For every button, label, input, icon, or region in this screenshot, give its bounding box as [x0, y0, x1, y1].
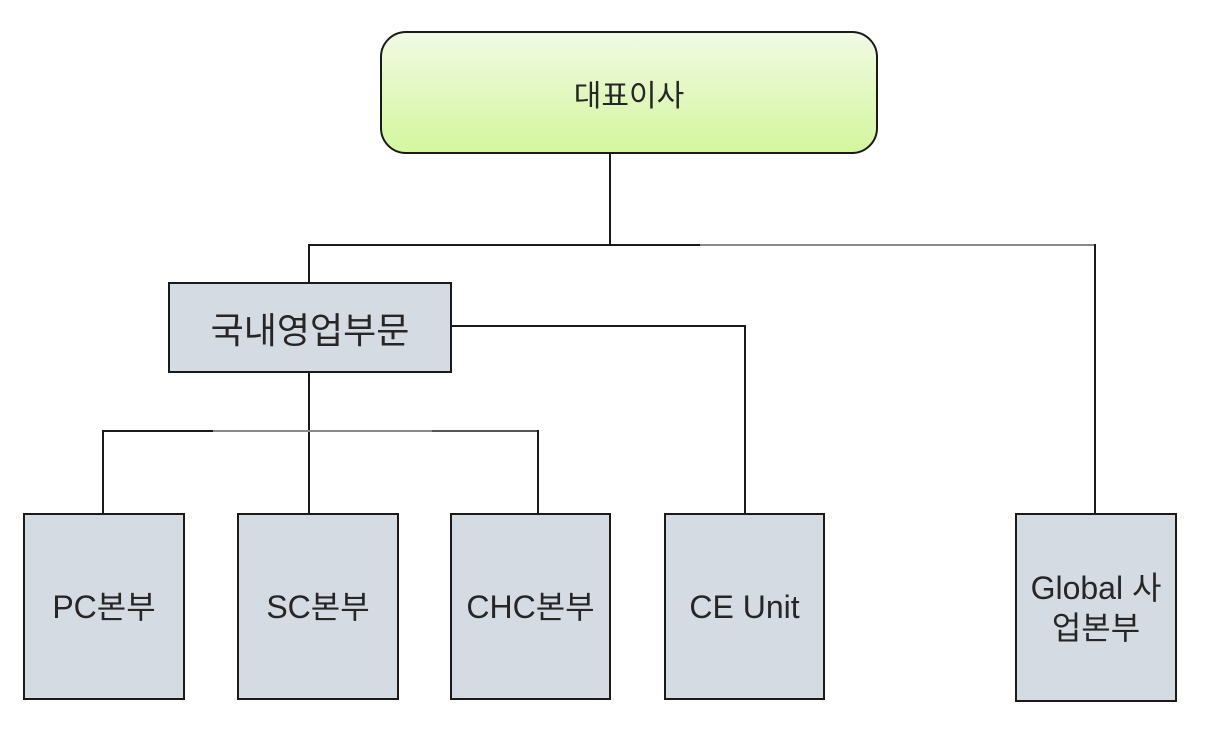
org-node-sc: SC본부 [237, 513, 399, 700]
org-node-ceo: 대표이사 [380, 31, 878, 154]
connector-drop-domestic-sales [308, 244, 310, 282]
connector-ceo-riser [609, 154, 611, 245]
connector-level1-horizontal-right [700, 244, 1096, 246]
org-node-ce-unit: CE Unit [664, 513, 825, 700]
connector-drop-pc [102, 430, 104, 514]
org-node-ceo-label: 대표이사 [573, 79, 685, 113]
connector-drop-chc [537, 430, 539, 514]
connector-ce-branch-horizontal [452, 325, 745, 327]
org-node-pc: PC본부 [23, 513, 185, 700]
org-node-domestic-sales: 국내영업부문 [168, 282, 452, 373]
connector-level2-horizontal-middle [213, 430, 432, 432]
org-node-sc-label: SC본부 [266, 588, 370, 625]
connector-ce-branch-drop [744, 325, 746, 514]
org-node-chc-label: CHC본부 [466, 588, 595, 625]
connector-domestic-to-sc [308, 373, 310, 514]
connector-level2-horizontal-left [102, 430, 213, 432]
org-node-domestic-sales-label: 국내영업부문 [210, 309, 410, 351]
connector-drop-global [1094, 244, 1096, 514]
org-node-global: Global 사업본부 [1015, 513, 1177, 702]
connector-level1-horizontal-left [308, 244, 700, 246]
org-node-chc: CHC본부 [450, 513, 611, 700]
org-node-global-label: Global 사업본부 [1030, 569, 1162, 646]
org-node-pc-label: PC본부 [52, 588, 156, 625]
connector-level2-horizontal-right [432, 430, 539, 432]
org-node-ce-unit-label: CE Unit [689, 588, 800, 625]
